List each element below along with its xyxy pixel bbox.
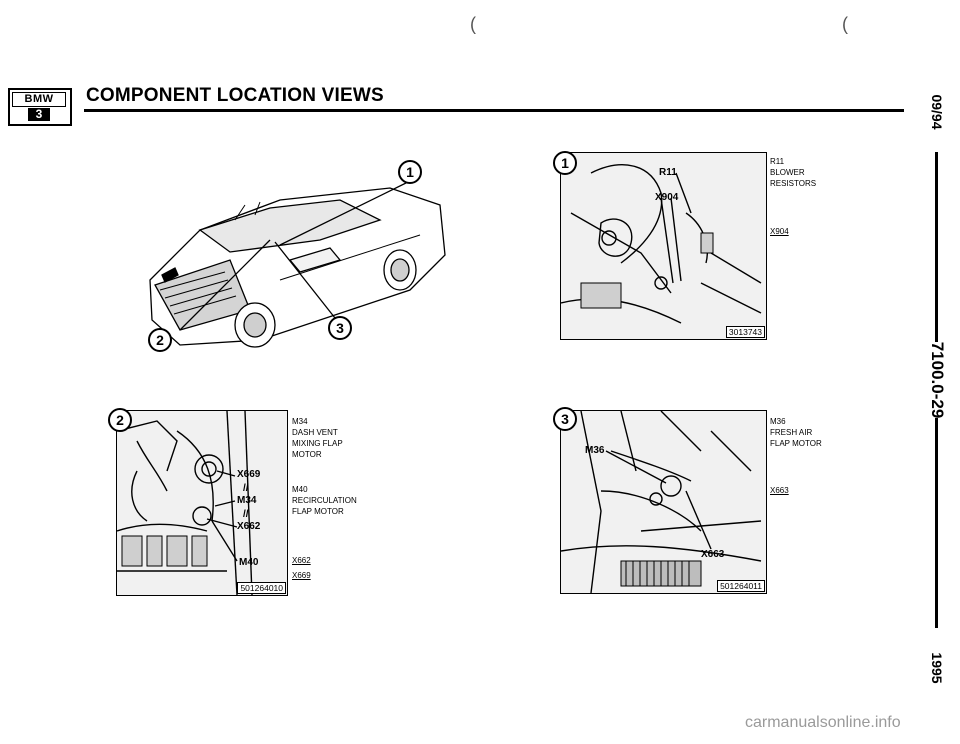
margin-year: 1995 bbox=[929, 652, 945, 684]
view1-xref: X904 bbox=[770, 227, 789, 236]
view2-caption-m34: M34 DASH VENT MIXING FLAP MOTOR bbox=[292, 417, 343, 459]
view1-caption: R11 BLOWER RESISTORS bbox=[770, 157, 817, 188]
car-drawing bbox=[149, 181, 446, 348]
margin-page-number: 7100.0-29 bbox=[928, 341, 947, 419]
header-rule bbox=[84, 109, 904, 112]
bmw-3-series-logo: BMW 3 bbox=[8, 88, 72, 126]
view2-photo-separator: // bbox=[243, 483, 249, 494]
view3-photo: M36 X663 501264011 bbox=[560, 410, 767, 594]
view2-caption-m40: M40 RECIRCULATION FLAP MOTOR bbox=[292, 485, 357, 516]
car-overview-illustration: 1 2 3 bbox=[140, 160, 450, 360]
view2-ref-number: 501264010 bbox=[237, 582, 286, 594]
view3-xref-x663: X663 bbox=[770, 486, 789, 495]
view2-callout: 2 bbox=[108, 408, 132, 432]
view2-photo-separator: // bbox=[243, 509, 249, 520]
view1-ref-number: 3013743 bbox=[725, 326, 765, 338]
callout-2: 2 bbox=[148, 328, 172, 352]
view2-photo-label-m40: M40 bbox=[239, 557, 259, 568]
view2-photo-label-x669: X669 bbox=[237, 469, 261, 480]
callout-3: 3 bbox=[328, 316, 352, 340]
view1-photo: R11 X904 3013743 bbox=[560, 152, 767, 340]
margin-line-top bbox=[935, 152, 938, 342]
view1-photo-label-x904: X904 bbox=[655, 192, 679, 203]
view3-ref-number: 501264011 bbox=[717, 580, 765, 592]
page-title: COMPONENT LOCATION VIEWS bbox=[86, 85, 384, 106]
view3-photo-label-m36: M36 bbox=[585, 445, 605, 456]
logo-brand: BMW bbox=[12, 92, 66, 107]
margin-line-middle bbox=[935, 418, 938, 628]
view2-xref-x669: X669 bbox=[292, 571, 311, 580]
view1-photo-label-r11: R11 bbox=[659, 167, 677, 178]
view3-photo-label-x663: X663 bbox=[701, 549, 725, 560]
view2-photo: X669 // M34 // X662 M40 501264010 bbox=[116, 410, 288, 596]
view2-photo-label-m34: M34 bbox=[237, 495, 257, 506]
view2-photo-label-x662: X662 bbox=[237, 521, 261, 532]
scan-mark: ( bbox=[842, 14, 848, 34]
watermark-text: carmanualsonline.info bbox=[745, 714, 901, 731]
margin-date: 09/94 bbox=[929, 94, 945, 130]
view2-xref-x662: X662 bbox=[292, 556, 311, 565]
view3-caption-m36: M36 FRESH AIR FLAP MOTOR bbox=[770, 417, 822, 448]
view3-callout: 3 bbox=[553, 407, 577, 431]
callout-1: 1 bbox=[398, 160, 422, 184]
scan-mark: ( bbox=[470, 14, 476, 34]
logo-series: 3 bbox=[28, 108, 50, 121]
view1-callout: 1 bbox=[553, 151, 577, 175]
